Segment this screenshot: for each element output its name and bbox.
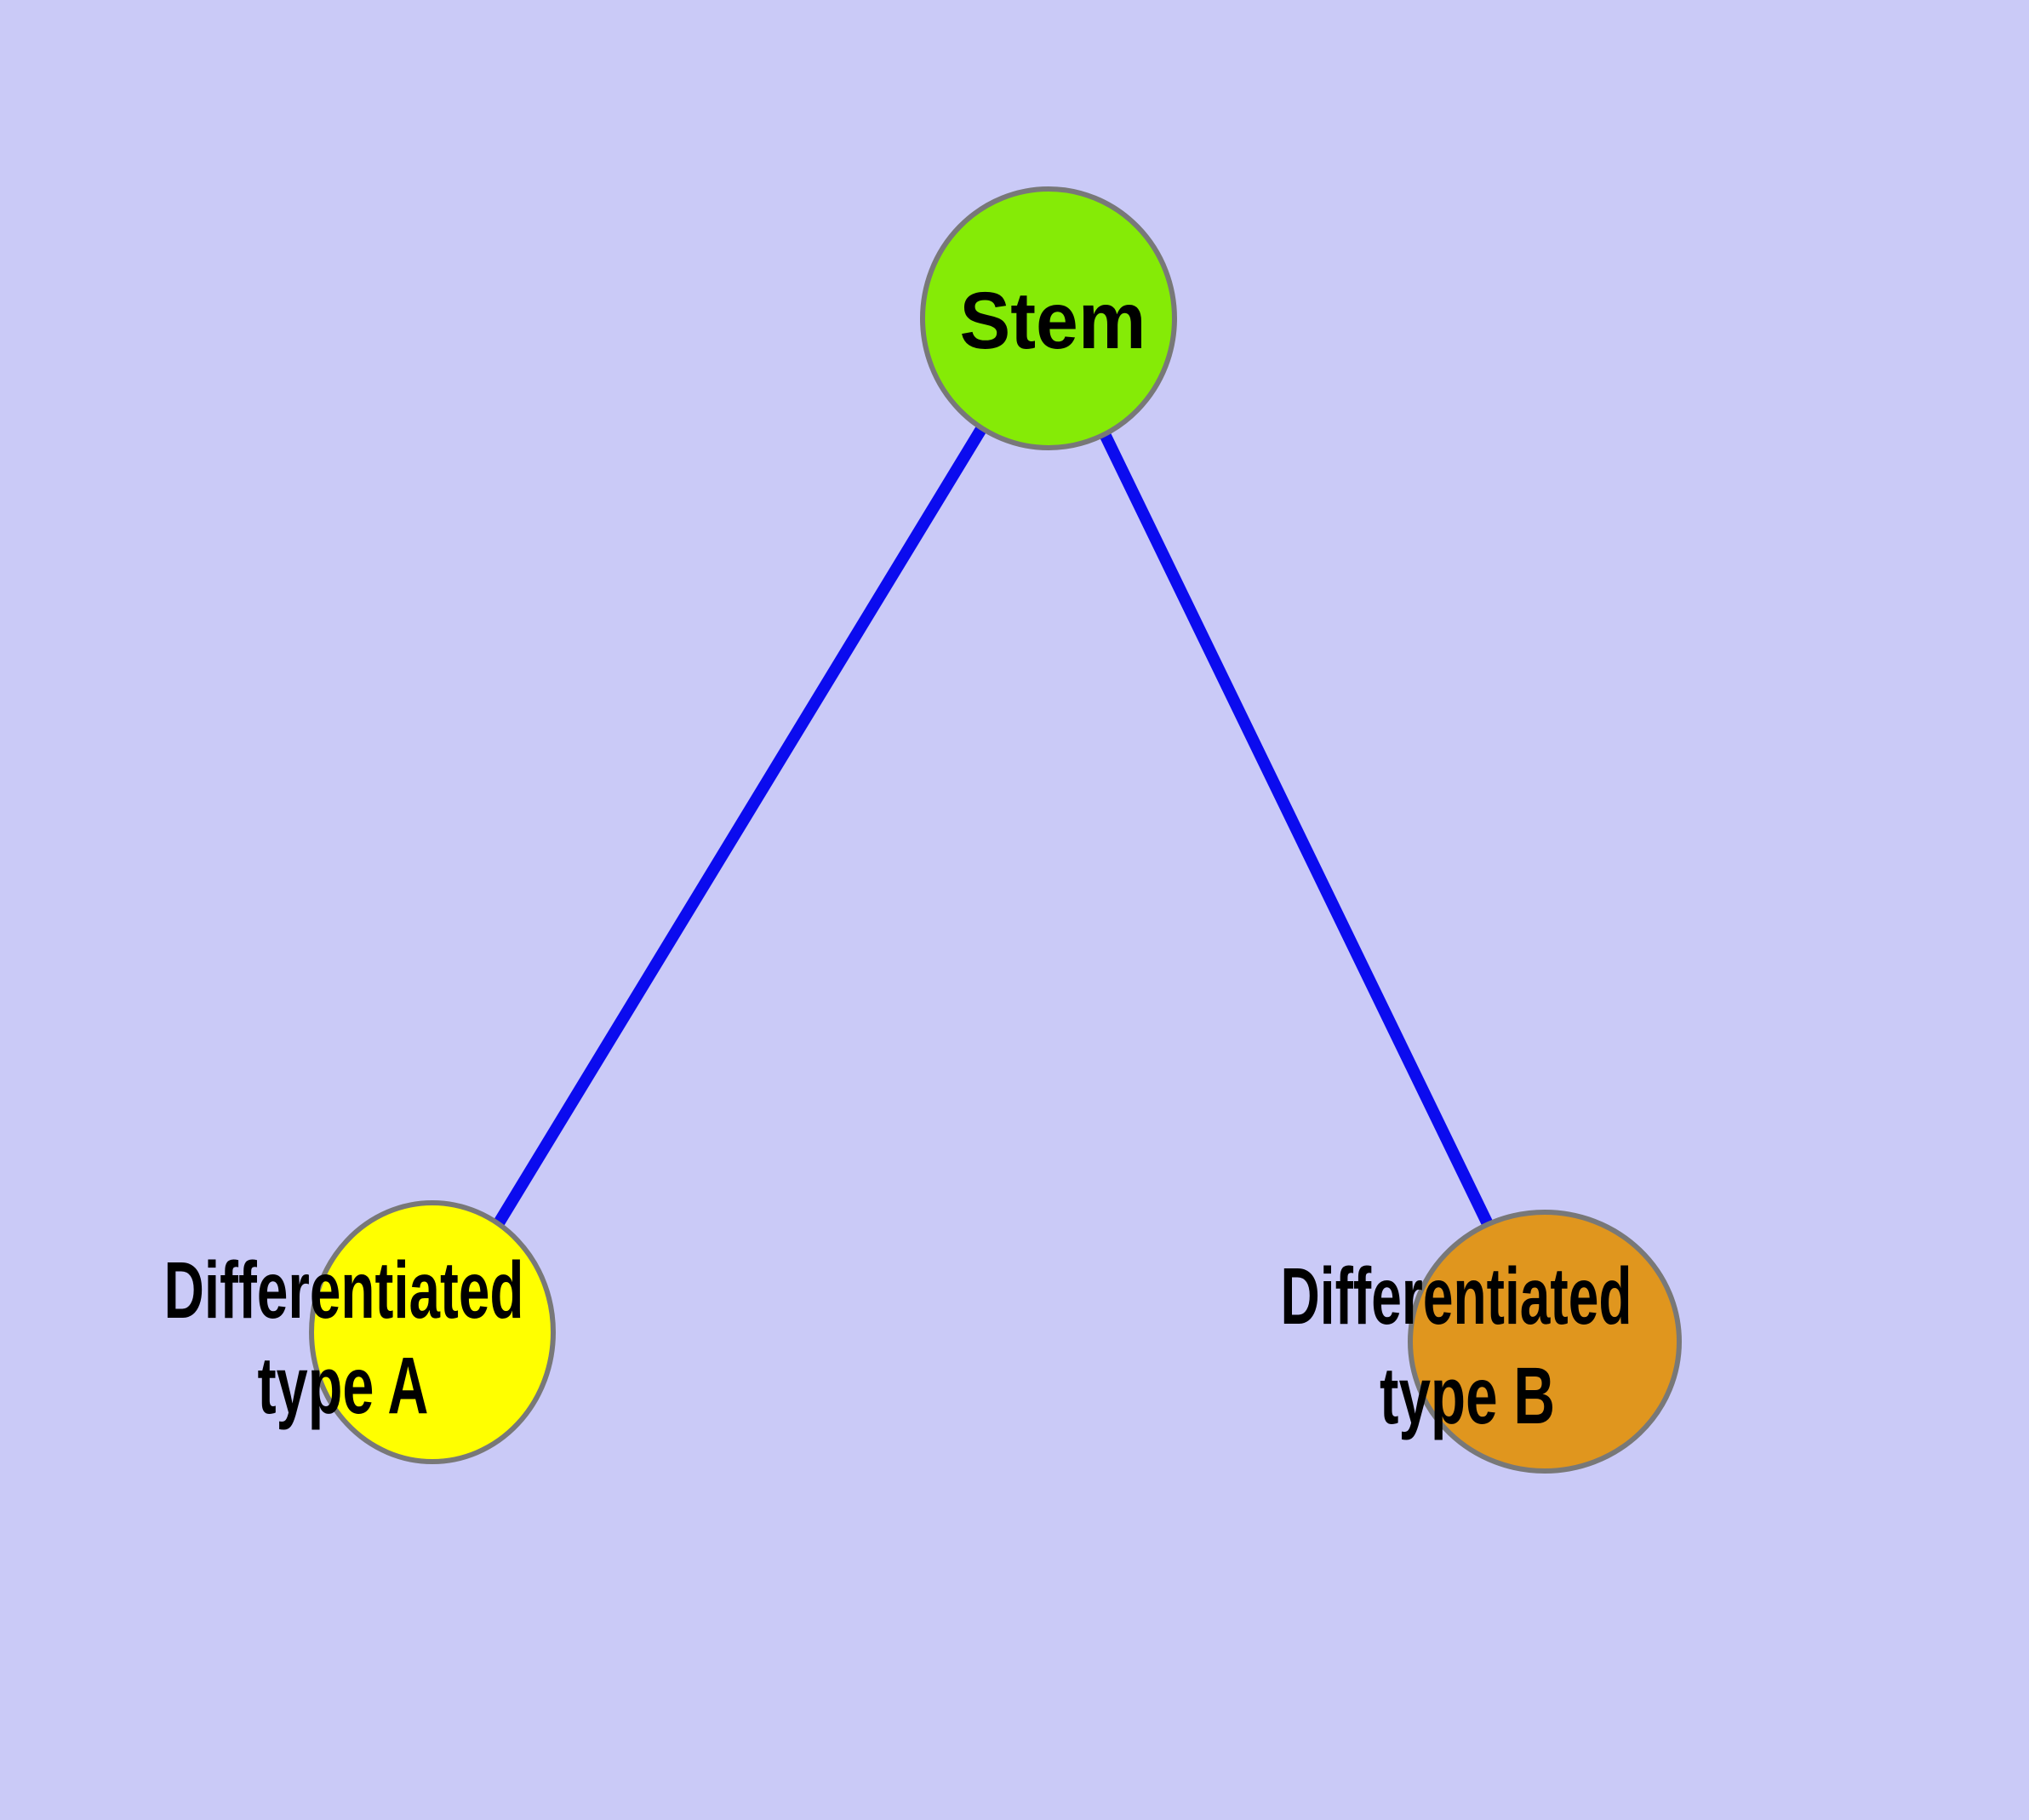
edge-stem-to-type-a[interactable] (427, 315, 1054, 1336)
node-label-differentiated-type-a-line-2: type A (258, 1341, 429, 1431)
edges-layer (427, 315, 1551, 1345)
node-label-differentiated-type-a-line-1: Differentiated (164, 1245, 524, 1336)
node-label-stem-line-1: Stem (960, 276, 1146, 366)
edge-stem-to-type-b[interactable] (1043, 315, 1551, 1345)
node-differentiated-type-a[interactable] (309, 1200, 556, 1464)
node-label-differentiated-type-b-line-2: type B (1380, 1351, 1555, 1441)
node-label-differentiated-type-b-line-1: Differentiated (1281, 1251, 1632, 1342)
nodes-layer (309, 186, 1682, 1474)
node-stem[interactable] (920, 186, 1177, 450)
node-differentiated-type-b[interactable] (1408, 1210, 1682, 1474)
